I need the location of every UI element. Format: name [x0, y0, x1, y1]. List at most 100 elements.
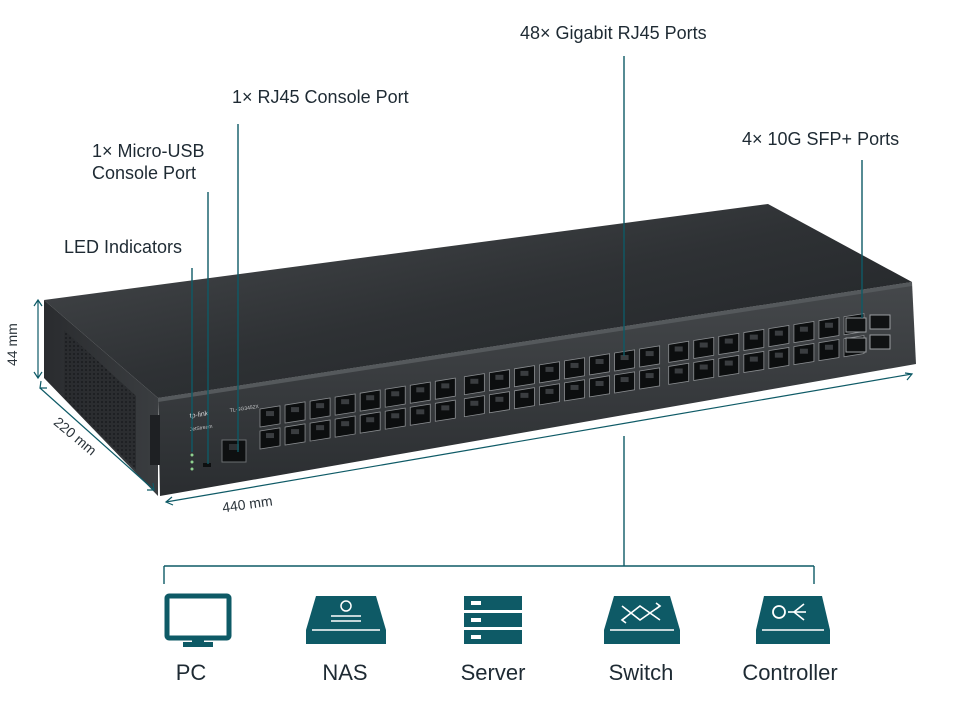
rj45-port-latch: [441, 405, 450, 411]
rj45-port: [284, 401, 306, 424]
rj45-port-latch: [520, 392, 529, 398]
rj45-port-latch: [799, 348, 808, 354]
rj45-port-latch: [266, 411, 274, 417]
rj45-port: [539, 383, 560, 406]
rj45-port-latch: [341, 421, 350, 427]
rj45-port: [463, 395, 485, 418]
callout-gigabit-ports: 48× Gigabit RJ45 Ports: [520, 23, 707, 43]
rj45-port: [359, 389, 381, 412]
rj45-port: [434, 399, 456, 422]
dimension-lines: [33, 298, 914, 506]
rj45-port-latch: [674, 346, 683, 352]
rj45-port: [334, 393, 356, 416]
rj45-port-latch: [595, 358, 604, 364]
device-label-switch: Switch: [608, 660, 674, 685]
controller-icon: [756, 596, 830, 644]
device-label-nas: NAS: [322, 660, 368, 685]
rj45-port: [514, 365, 535, 388]
rj45-port: [434, 377, 456, 400]
sfp-port: [869, 334, 891, 350]
rj45-port-latch: [416, 387, 425, 393]
rj45-port: [284, 423, 306, 446]
rj45-port: [514, 387, 535, 410]
callout-micro-usb-line2: Console Port: [92, 163, 197, 183]
rj45-port-latch: [645, 351, 654, 357]
rj45-port: [309, 419, 331, 442]
rj45-port: [259, 427, 281, 450]
sfp-port: [869, 314, 891, 330]
rj45-port-latch: [620, 377, 629, 383]
rj45-port-latch: [799, 326, 808, 332]
sfp-port: [845, 317, 867, 333]
rj45-port: [564, 379, 585, 402]
model-label: TL-SG3452X: [229, 404, 259, 414]
rj45-port: [539, 361, 560, 384]
rj45-port: [384, 385, 406, 408]
sfp-port: [845, 337, 867, 353]
rj45-port: [693, 336, 715, 359]
rj45-port-latch: [749, 356, 758, 362]
rj45-port: [463, 373, 485, 396]
rj45-console-port: [221, 439, 247, 463]
rj45-port: [614, 349, 636, 372]
sfp-port-block: [845, 314, 891, 353]
rj45-port: [668, 340, 690, 363]
rj45-port: [589, 375, 610, 398]
rj45-port-latch: [470, 400, 479, 406]
brand-logo: tp-link: [189, 410, 209, 420]
dimension-height: 44 mm: [4, 323, 20, 366]
callout-leaders: [163, 56, 863, 584]
rj45-port: [564, 357, 585, 380]
rj45-port: [259, 405, 281, 428]
rj45-port-latch: [545, 366, 554, 372]
series-label: JetStream: [189, 424, 212, 433]
callout-led-indicators: LED Indicators: [64, 237, 183, 257]
callout-rj45-console: 1× RJ45 Console Port: [232, 87, 409, 107]
rj45-port: [359, 411, 381, 434]
rj45-port: [488, 391, 510, 414]
rj45-port: [793, 321, 815, 344]
rj45-port-latch: [699, 364, 708, 370]
rj45-port-latch: [620, 355, 629, 361]
device-label-pc: PC: [175, 660, 207, 685]
switch-icon: [604, 596, 680, 644]
rj45-port-latch: [391, 391, 400, 397]
rj45-port: [768, 324, 790, 348]
rj45-port: [309, 397, 331, 420]
rj45-port-latch: [341, 399, 350, 405]
rj45-port-latch: [266, 433, 274, 439]
rj45-port: [614, 371, 636, 394]
rj45-port-latch: [291, 429, 300, 435]
rj45-port-latch: [645, 373, 654, 379]
rj45-port-latch: [774, 352, 783, 358]
rj45-port: [743, 328, 765, 352]
rj45-port-latch: [749, 334, 758, 340]
callout-micro-usb-line1: 1× Micro-USB: [92, 141, 205, 161]
rj45-port: [668, 362, 690, 385]
rj45-port: [639, 345, 661, 368]
callout-sfp-ports: 4× 10G SFP+ Ports: [742, 129, 900, 149]
rj45-port: [409, 403, 431, 426]
rj45-port-latch: [495, 396, 504, 402]
rj45-port: [718, 354, 740, 377]
led-indicators: [190, 453, 194, 471]
rj45-port: [818, 339, 840, 362]
rj45-port-latch: [595, 380, 604, 386]
rj45-port: [693, 358, 715, 381]
rj45-port-latch: [291, 407, 300, 413]
rj45-port-latch: [316, 425, 325, 431]
rj45-port-latch: [366, 417, 375, 423]
rj45-port: [384, 407, 406, 430]
rj45-port-latch: [570, 384, 579, 390]
rj45-port: [743, 350, 765, 374]
server-icon: [464, 596, 522, 644]
rj45-port: [768, 346, 790, 370]
rack-ear-left: [150, 415, 160, 465]
rj45-port-latch: [520, 370, 529, 376]
rj45-port: [409, 381, 431, 404]
rj45-port: [488, 369, 510, 392]
rj45-port: [589, 353, 610, 376]
rj45-port-latch: [495, 374, 504, 380]
rj45-port: [718, 332, 740, 355]
